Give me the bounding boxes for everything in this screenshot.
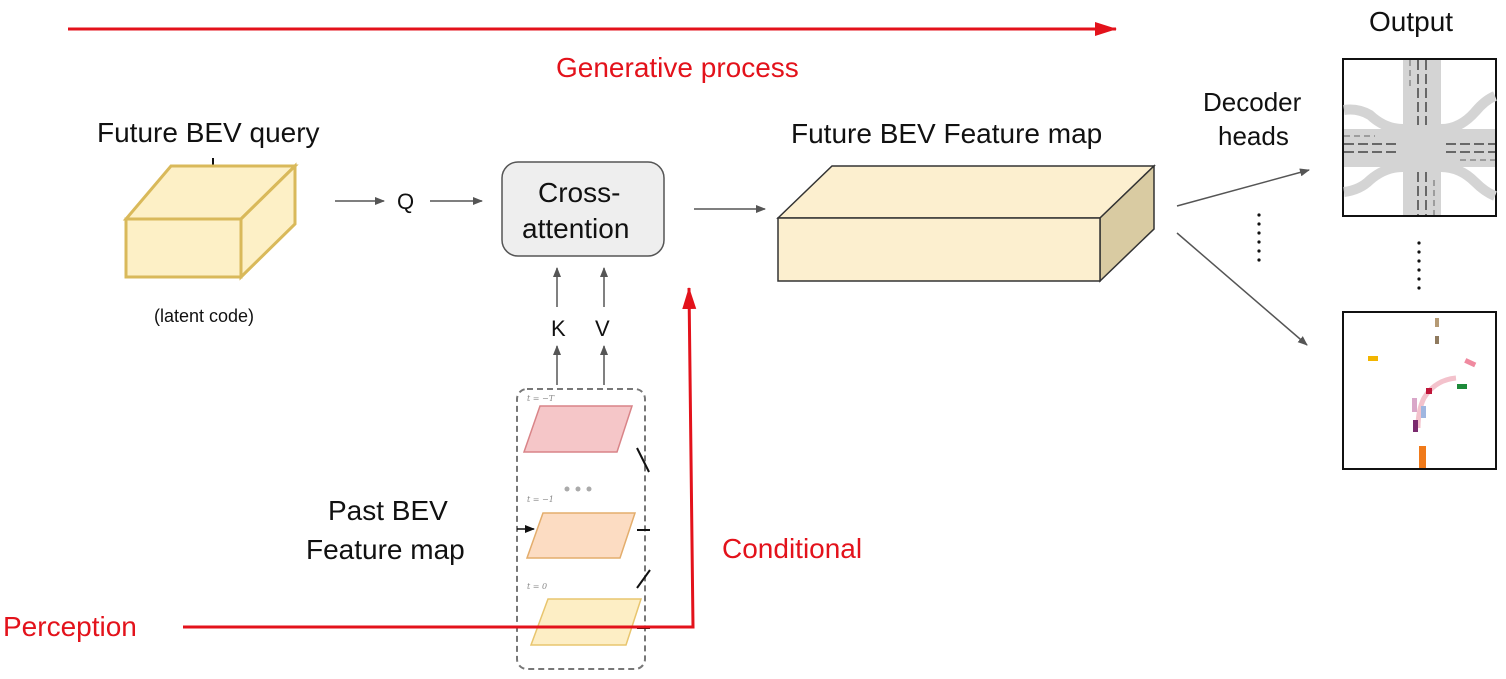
output-ellipsis-dots (1417, 241, 1421, 290)
future-bev-feature-map-label: Future BEV Feature map (791, 118, 1103, 149)
trajectory-map-icon (1342, 311, 1497, 470)
decoder-heads-label-line1: Decoder (1203, 87, 1302, 117)
q-label: Q (397, 189, 415, 214)
cross-attention-label-line1: Cross- (538, 177, 621, 208)
decoder-heads-label-line2: heads (1218, 121, 1289, 151)
output-label: Output (1369, 6, 1454, 37)
time-label-neg-1: t = −1 (527, 495, 554, 504)
time-label-zero: t = 0 (527, 582, 548, 591)
intersection-map-icon (1342, 58, 1498, 217)
v-label: V (595, 316, 610, 341)
future-bev-query-cube (122, 158, 299, 281)
past-bev-label-line2: Feature map (306, 534, 465, 565)
cross-attention-box (501, 161, 665, 257)
past-bev-feature-stack (516, 388, 651, 670)
cross-attention-label-line2: attention (522, 213, 630, 244)
decoder-arrow-bottom (1176, 232, 1308, 346)
k-label: K (551, 316, 566, 341)
conditional-label: Conditional (722, 533, 863, 564)
decoder-arrow-top (1176, 168, 1310, 207)
generative-process-label: Generative process (556, 52, 799, 83)
latent-code-label: (latent code) (154, 306, 255, 326)
perception-label: Perception (3, 611, 137, 642)
past-bev-label-line1: Past BEV (328, 495, 448, 526)
future-bev-query-label: Future BEV query (97, 117, 320, 148)
decoder-ellipsis-dots (1257, 213, 1261, 262)
perception-conditional-arrow (183, 287, 697, 629)
future-bev-feature-map-slab (776, 164, 1156, 283)
time-label-neg-T: t = −T (527, 394, 555, 403)
